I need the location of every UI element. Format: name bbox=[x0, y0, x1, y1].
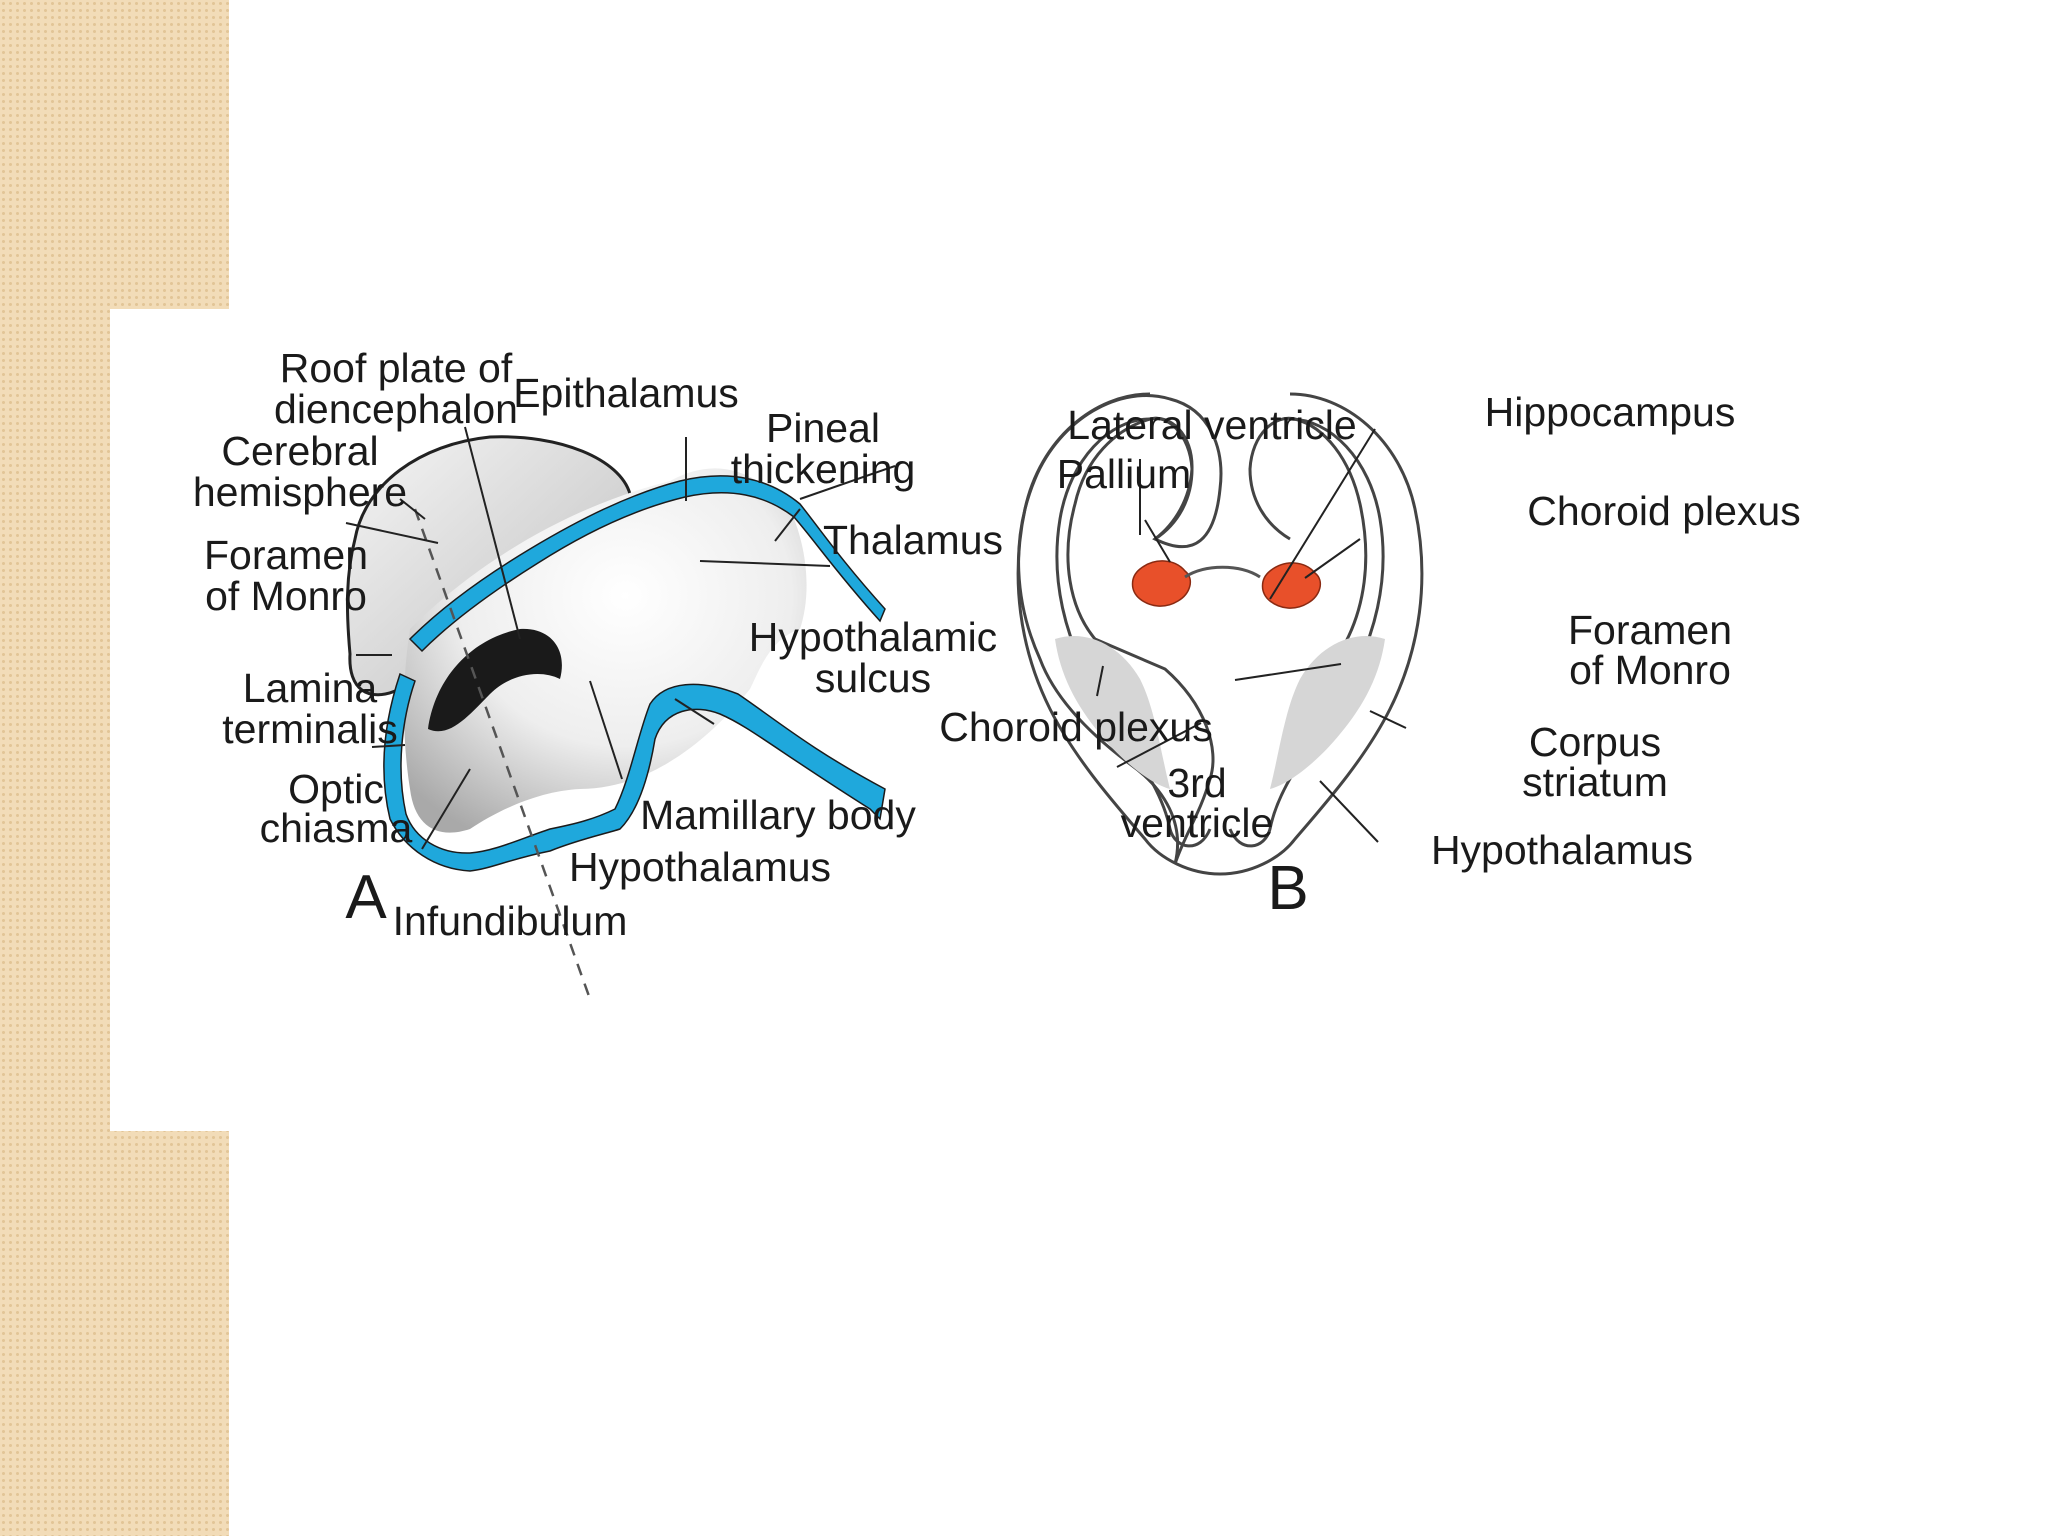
choroid-plexus-right bbox=[1261, 562, 1322, 609]
label-corpus-striatum-1: Corpus bbox=[1529, 719, 1661, 765]
label-hypothalamus-b: Hypothalamus bbox=[1431, 827, 1693, 873]
right-hemisphere-wall bbox=[1228, 417, 1385, 848]
diencephalon-body bbox=[404, 468, 807, 833]
label-roof-plate-1: Roof plate of bbox=[280, 345, 513, 391]
label-third-ventricle-1: 3rd bbox=[1167, 760, 1226, 806]
label-foramen-a-2: of Monro bbox=[205, 573, 367, 619]
ependyma-floor bbox=[383, 672, 886, 872]
label-epithalamus: Epithalamus bbox=[513, 370, 739, 416]
brain-diagram: Roof plate of diencephalon Epithalamus C… bbox=[193, 345, 1801, 1000]
panel-a-leaders bbox=[345, 426, 896, 850]
section-plane-line bbox=[413, 508, 592, 1000]
label-cerebral-1: Cerebral bbox=[221, 428, 378, 474]
panel-b-drawing bbox=[1016, 392, 1424, 876]
corpus-striatum-right bbox=[1270, 635, 1385, 789]
label-foramen-b-1: Foramen bbox=[1568, 607, 1732, 653]
label-lamina-1: Lamina bbox=[243, 665, 378, 711]
label-choroid-plexus-right: Choroid plexus bbox=[1527, 488, 1801, 534]
label-cerebral-2: hemisphere bbox=[193, 469, 407, 515]
label-hippocampus: Hippocampus bbox=[1485, 389, 1736, 435]
left-ventricle-loop bbox=[1149, 416, 1194, 541]
panel-a-drawing bbox=[345, 435, 886, 1000]
third-ventricle-roof bbox=[1184, 565, 1261, 579]
label-choroid-plexus-left: Choroid plexus bbox=[939, 704, 1213, 750]
label-optic-1: Optic bbox=[288, 766, 384, 812]
outer-shell bbox=[1016, 392, 1424, 876]
panel-letter-a: A bbox=[345, 863, 387, 932]
corpus-striatum-left bbox=[1055, 635, 1170, 789]
label-mamillary-body: Mamillary body bbox=[640, 792, 916, 838]
label-hypothalamic-sulcus-1: Hypothalamic bbox=[749, 614, 997, 660]
label-infundibulum: Infundibulum bbox=[393, 898, 628, 944]
label-corpus-striatum-2: striatum bbox=[1522, 759, 1668, 805]
label-hypothalamic-sulcus-2: sulcus bbox=[815, 655, 931, 701]
label-foramen-a-1: Foramen bbox=[204, 532, 368, 578]
choroid-plexus-left bbox=[1131, 560, 1192, 607]
panel-a-labels: Roof plate of diencephalon Epithalamus C… bbox=[193, 345, 1003, 944]
right-ventricle-loop bbox=[1248, 416, 1368, 650]
label-optic-2: chiasma bbox=[260, 805, 413, 851]
label-third-ventricle-2: ventricle bbox=[1121, 800, 1274, 846]
label-pallium: Pallium bbox=[1057, 451, 1191, 497]
label-pineal-1: Pineal bbox=[766, 405, 880, 451]
panel-letter-b: B bbox=[1267, 854, 1308, 923]
label-roof-plate-2: diencephalon bbox=[274, 386, 518, 432]
label-foramen-b-2: of Monro bbox=[1569, 647, 1731, 693]
label-hypothalamus-a: Hypothalamus bbox=[569, 844, 831, 890]
label-pineal-2: thickening bbox=[731, 446, 916, 492]
foramen-monro-dark bbox=[428, 628, 562, 732]
panel-b-leaders bbox=[1096, 428, 1407, 843]
forebrain-outline bbox=[1017, 394, 1223, 865]
figure-panel: Roof plate of diencephalon Epithalamus C… bbox=[110, 309, 1930, 1131]
label-thalamus: Thalamus bbox=[823, 517, 1003, 563]
panel-b-labels: Lateral ventricle Hippocampus Pallium Ch… bbox=[939, 389, 1801, 923]
label-lateral-ventricle: Lateral ventricle bbox=[1067, 402, 1356, 448]
ependyma-roof bbox=[408, 475, 886, 653]
label-lamina-2: terminalis bbox=[222, 706, 397, 752]
